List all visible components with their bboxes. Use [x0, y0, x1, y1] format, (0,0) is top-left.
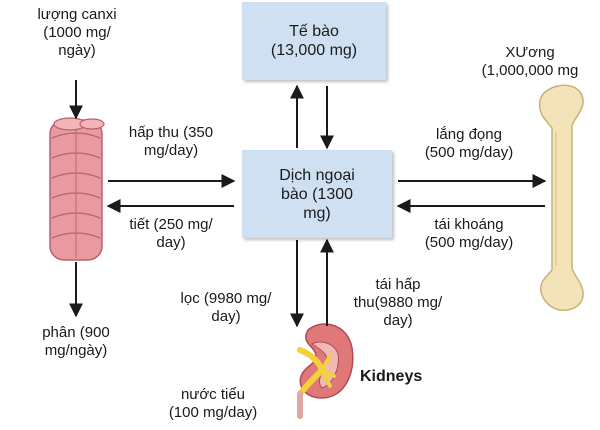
- urine-label: nước tiểu (100 mg/day): [168, 386, 258, 421]
- filtration-label: lọc (9980 mg/ day): [180, 290, 272, 325]
- secretion-label: tiết (250 mg/ day): [129, 216, 213, 251]
- kidney-icon: [297, 323, 354, 419]
- ecf-box-line2: bào (1300: [280, 185, 354, 203]
- cell-box-line2: (13,000 mg): [270, 42, 358, 59]
- ecf-box-line3: mg): [303, 204, 331, 222]
- cell-box: Tế bào (13,000 mg): [242, 2, 386, 80]
- reabsorption-label: tái hấp thu(9880 mg/ day): [353, 276, 443, 329]
- absorption-label: hấp thu (350 mg/day): [128, 124, 214, 159]
- cell-box-line1: Tế bào: [289, 23, 339, 40]
- bone-label: XƯơng (1,000,000 mg: [481, 44, 579, 79]
- resorption-label: tái khoáng (500 mg/day): [424, 216, 514, 251]
- intestine-icon: [49, 117, 105, 261]
- ecf-box: Dịch ngoại bào (1300 mg): [242, 150, 392, 238]
- feces-label: phân (900 mg/ngày): [42, 324, 110, 359]
- kidneys-label: Kidneys: [360, 368, 423, 385]
- intake-label: lượng canxi (1000 mg/ ngày): [37, 6, 117, 59]
- bone-icon: [538, 84, 584, 311]
- flow-arrows: [69, 80, 547, 328]
- deposition-label: lắng đọng (500 mg/day): [424, 126, 514, 161]
- ecf-box-line1: Dịch ngoại: [279, 166, 355, 184]
